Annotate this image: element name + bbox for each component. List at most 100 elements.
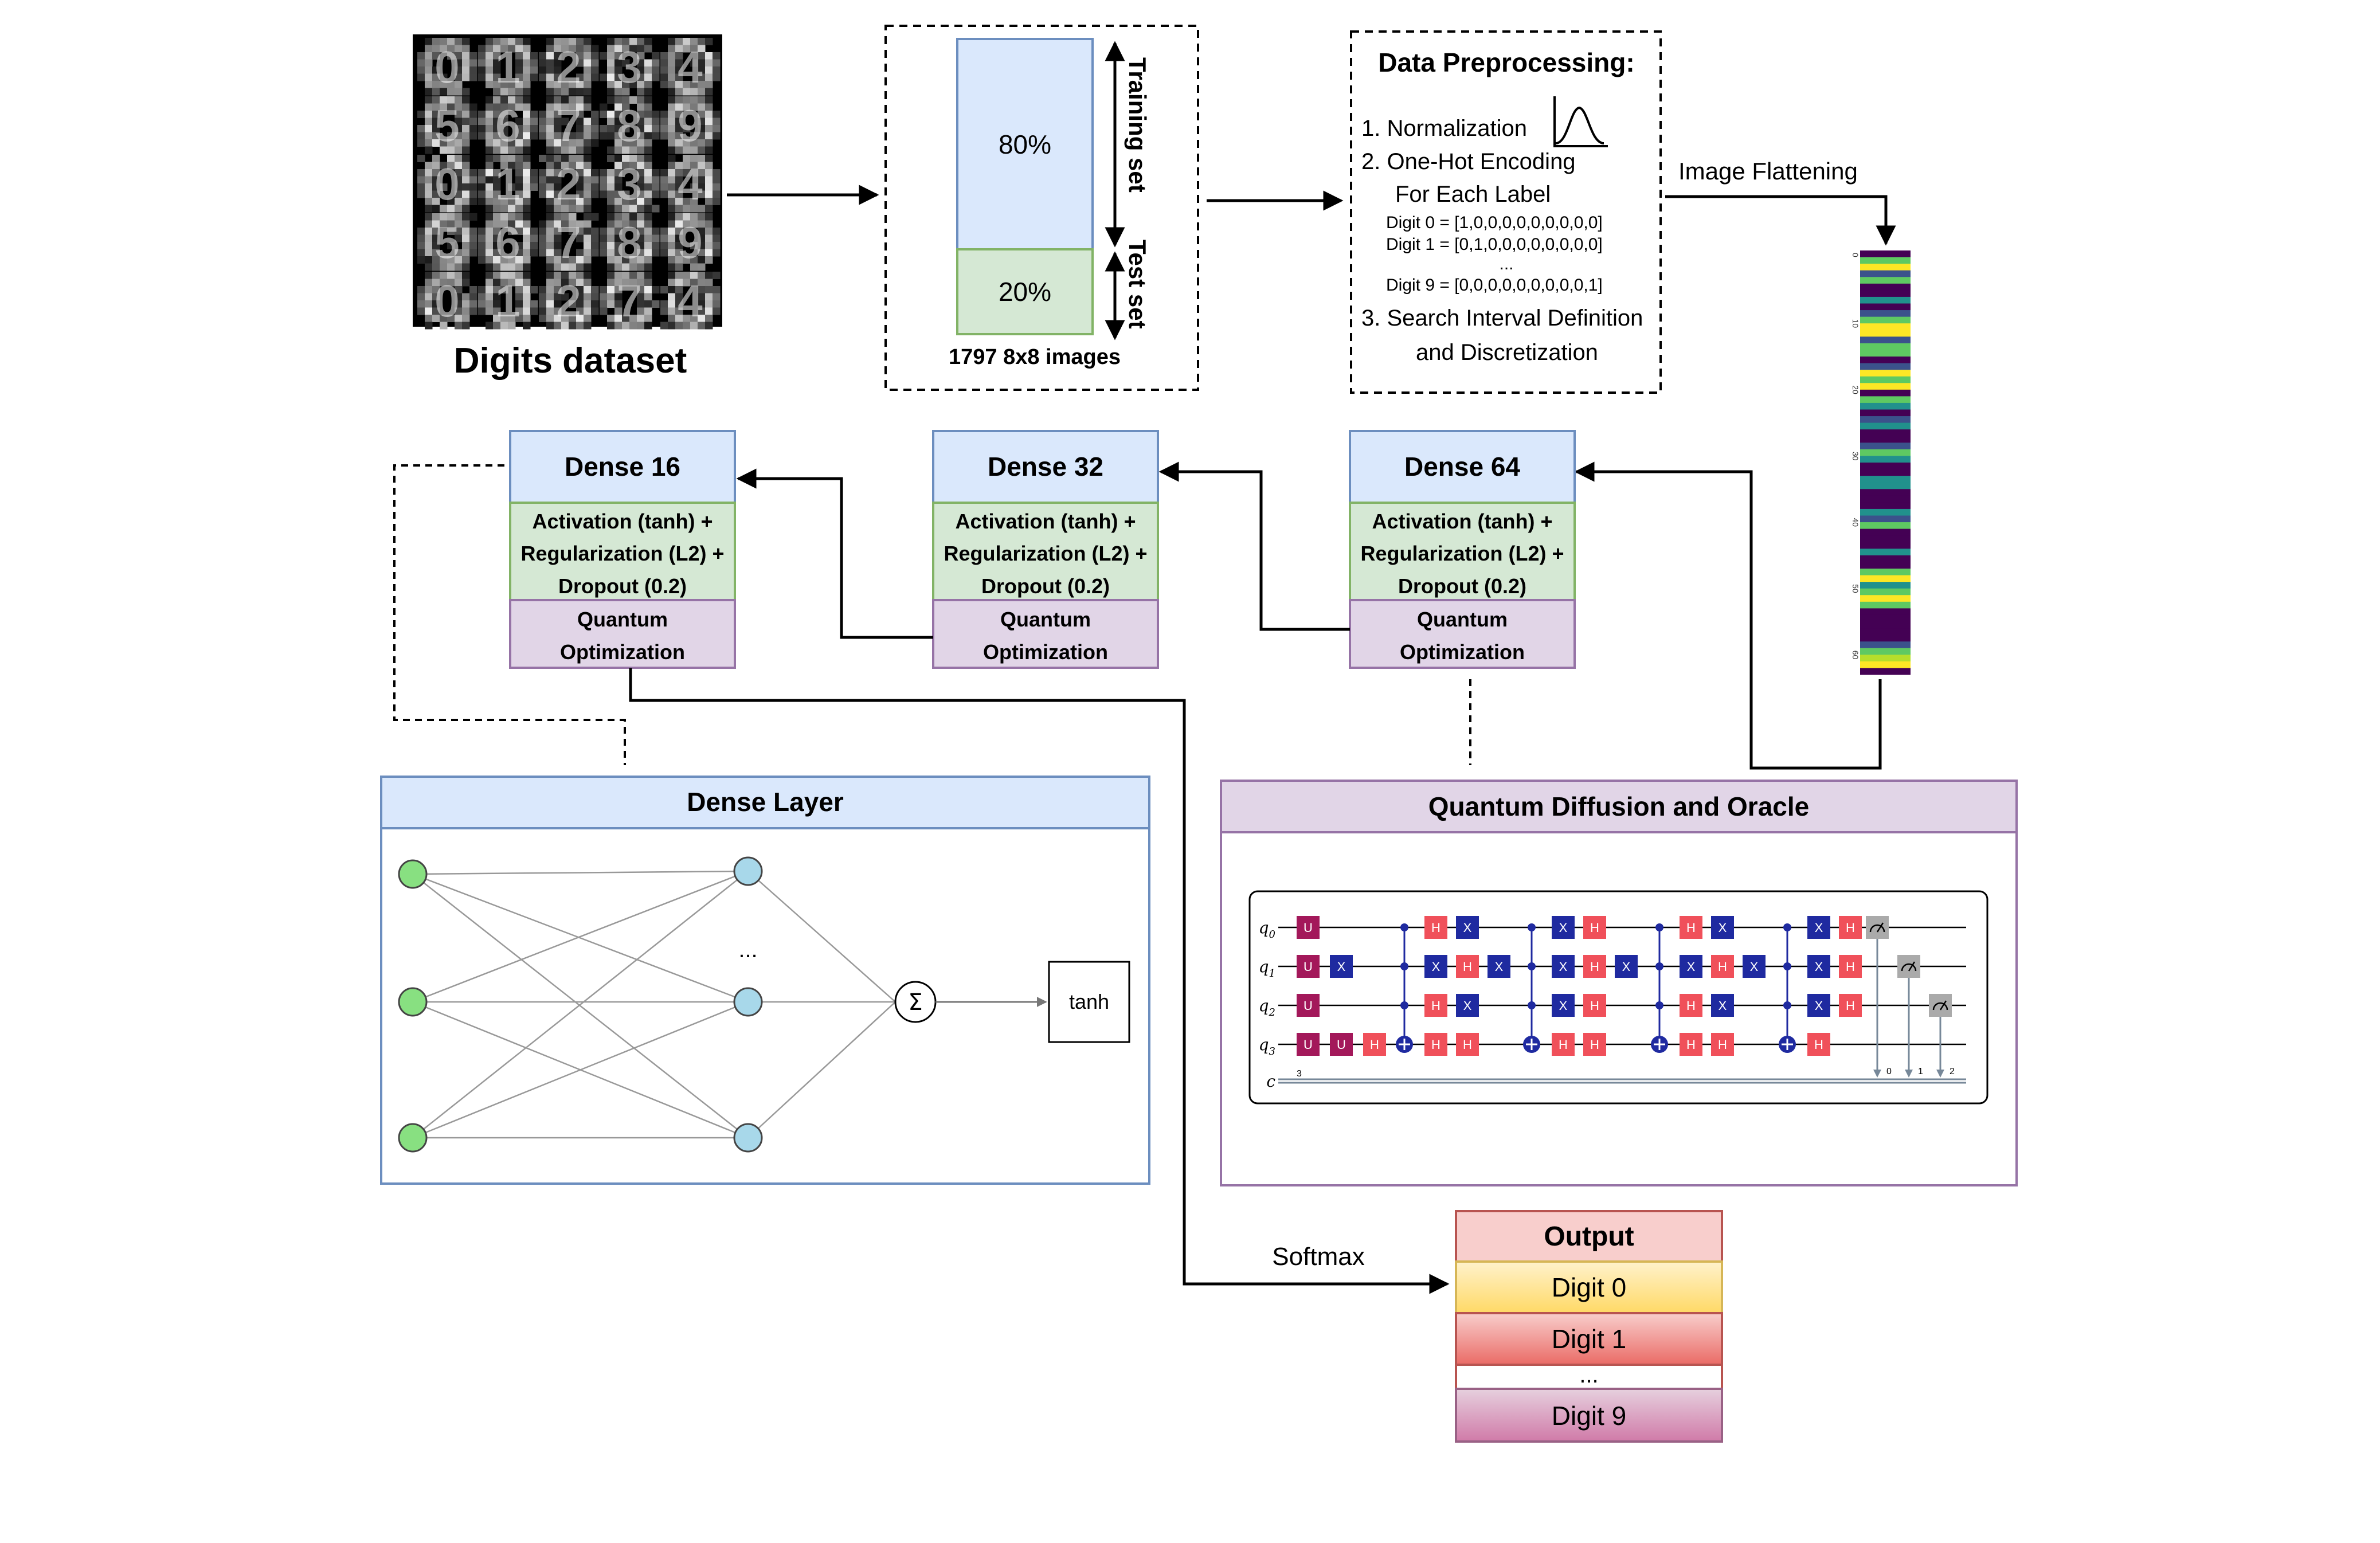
digit-pixel (683, 256, 691, 264)
digit-pixel (576, 96, 584, 104)
digit-pixel (478, 183, 486, 191)
digit-pixel (683, 162, 691, 170)
gate-symbol: X (1463, 921, 1472, 935)
step-one-hot: 2. One-Hot Encoding (1361, 149, 1576, 174)
dense-32-quantum (932, 599, 1159, 669)
digit-pixel (493, 228, 501, 235)
digit-pixel (644, 293, 652, 301)
digit-pixel (644, 256, 652, 264)
digit-pixel (668, 66, 676, 74)
digit-pixel (644, 66, 652, 74)
vector-stripe (1860, 515, 1911, 523)
digit-pixel (607, 205, 615, 213)
digit-pixel (705, 315, 713, 322)
vector-stripe (1860, 608, 1911, 616)
digit-pixel (607, 234, 615, 242)
train-bar (956, 38, 1094, 250)
digit-pixel (652, 183, 660, 191)
digit-pixel (614, 286, 623, 293)
digit-pixel (584, 146, 592, 154)
digit-pixel (600, 234, 608, 242)
digit-pixel (455, 220, 463, 228)
digit-pixel (591, 249, 599, 257)
digit-pixel (652, 234, 660, 242)
digit-pixel (530, 249, 538, 257)
digit-pixel (644, 132, 652, 140)
digit-pixel (569, 96, 577, 104)
digit-pixel (629, 45, 637, 53)
digit-pixel (425, 73, 433, 81)
digit-pixel (644, 125, 652, 132)
digit-pixel (644, 155, 652, 162)
digit-pixel (523, 176, 531, 184)
digit-pixel (554, 322, 562, 330)
digit-pixel (515, 315, 523, 322)
digit-pixel (637, 146, 645, 154)
digit-pixel (690, 213, 698, 221)
digit-pixel (462, 256, 470, 264)
digit-pixel (713, 73, 721, 81)
output-ellipsis-row (1455, 1364, 1723, 1390)
digit-pixel (486, 103, 494, 111)
digit-pixel (530, 111, 538, 118)
digit-pixel (554, 205, 562, 213)
digit-pixel (462, 118, 470, 126)
measure-bit-label: 2 (1950, 1067, 1955, 1076)
digit-pixel (690, 59, 698, 67)
digit-glyph: 8 (617, 100, 641, 151)
digit-pixel (561, 263, 569, 271)
digit-pixel (508, 96, 516, 104)
digit-pixel (546, 88, 554, 96)
digit-pixel (455, 307, 463, 315)
digit-pixel (432, 263, 440, 271)
x-gate (1743, 955, 1766, 978)
preprocessing-title: Data Preprocessing: (1378, 48, 1634, 77)
digit-glyph: 2 (556, 276, 581, 326)
digit-pixel (637, 111, 645, 118)
digit-pixel (584, 286, 592, 293)
vector-stripe (1860, 469, 1911, 476)
digit-pixel (607, 73, 615, 81)
vector-tick-label: 40 (1851, 518, 1860, 527)
digit-pixel (425, 146, 433, 154)
digit-pixel (561, 256, 569, 264)
digit-pixel (668, 162, 676, 170)
digit-pixel (508, 38, 516, 45)
measure-arrow (1873, 1070, 1881, 1078)
digit-pixel (569, 256, 577, 264)
digit-pixel (469, 242, 477, 249)
digit-pixel (675, 176, 683, 184)
digit-pixel (576, 286, 584, 293)
digit-pixel (539, 183, 547, 191)
digit-pixel (584, 228, 592, 235)
digit-pixel (705, 279, 713, 287)
digit-pixel (554, 176, 562, 184)
x-gate (1552, 955, 1575, 978)
digit-pixel (432, 205, 440, 213)
vector-stripe (1860, 476, 1911, 483)
h-gate (1839, 994, 1862, 1017)
edge-hidden-sum (747, 871, 896, 1002)
vector-stripe (1860, 641, 1911, 649)
digit-pixel (554, 263, 562, 271)
digit-pixel (614, 205, 623, 213)
digit-glyph: 2 (556, 159, 581, 209)
digit-pixel (554, 38, 562, 45)
digit-pixel (417, 169, 425, 177)
digit-pixel (478, 293, 486, 301)
digit-pixel (607, 279, 615, 287)
digit-pixel (561, 213, 569, 221)
digit-pixel (500, 139, 508, 147)
digit-pixel (486, 322, 494, 330)
digit-pixel (515, 118, 523, 126)
digit-pixel (546, 176, 554, 184)
encoding-dots: ... (1499, 254, 1513, 273)
digit-pixel (652, 132, 660, 140)
edge-hidden-sum (747, 1001, 896, 1138)
digit-pixel (607, 169, 615, 177)
digit-pixel (607, 322, 615, 330)
digit-pixel (668, 118, 676, 126)
digit-pixel (530, 183, 538, 191)
digit-pixel (607, 81, 615, 88)
